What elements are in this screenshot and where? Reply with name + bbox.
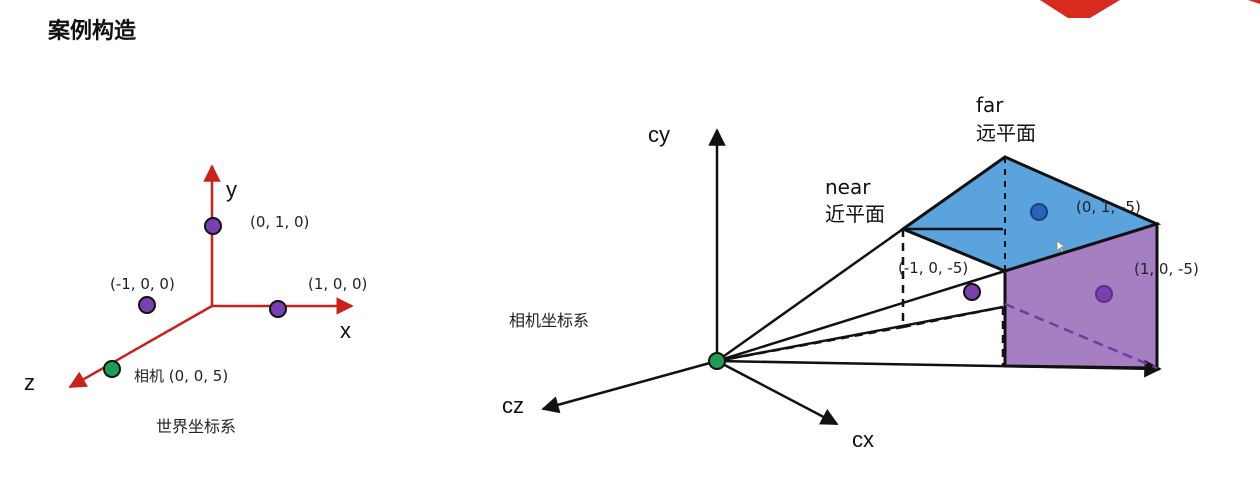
- world-z-label: z: [24, 370, 35, 395]
- world-point-neg-x-label: (-1, 0, 0): [110, 275, 175, 293]
- world-point-x: [269, 300, 287, 318]
- corner-decoration: [1040, 0, 1120, 18]
- camera-view-axis: [716, 359, 1162, 378]
- frustum-edge: [716, 227, 904, 363]
- corner-decoration-mark: [1248, 0, 1260, 4]
- world-camera-label: 相机 (0, 0, 5): [134, 367, 228, 385]
- far-label-zh: 远平面: [976, 121, 1036, 145]
- world-caption: 世界坐标系: [156, 417, 236, 436]
- far-point-top-label: (0, 1, -5): [1076, 198, 1141, 216]
- frustum-dashed-edge: [716, 325, 904, 363]
- far-point-top: [1030, 203, 1048, 221]
- far-point-left: [963, 283, 981, 301]
- camera-cx-axis: [716, 359, 839, 426]
- world-point-y: [204, 217, 222, 235]
- near-label-zh: 近平面: [825, 202, 885, 226]
- far-label-en: far: [976, 93, 1004, 117]
- near-label-en: near: [825, 175, 871, 199]
- camera-caption: 相机坐标系: [509, 311, 589, 330]
- page-title: 案例构造: [47, 18, 136, 44]
- far-point-right-label: (1, 0, -5): [1134, 260, 1199, 278]
- frustum-dashed-edge: [902, 305, 1004, 329]
- world-z-axis: [68, 304, 213, 389]
- camera-cz-axis: [541, 359, 718, 414]
- camera-cx-label: cx: [852, 427, 874, 452]
- world-x-label: x: [340, 318, 351, 343]
- mouse-cursor-icon: [1056, 240, 1067, 253]
- world-camera-point: [103, 360, 121, 378]
- world-point-x-label: (1, 0, 0): [308, 275, 367, 293]
- far-point-right: [1095, 285, 1113, 303]
- camera-cz-label: cz: [502, 393, 524, 418]
- camera-origin-point: [708, 352, 726, 370]
- far-point-left-label: (-1, 0, -5): [898, 259, 968, 277]
- world-point-y-label: (0, 1, 0): [250, 213, 309, 231]
- camera-coordinate-system: cy cz cx near 近平面 far 远平面 (0, 1, -5) (-1…: [502, 93, 1199, 452]
- world-y-label: y: [226, 177, 237, 202]
- frustum-dashed-edge: [1004, 302, 1158, 370]
- world-point-neg-x: [138, 296, 156, 314]
- world-coordinate-system: y x z (0, 1, 0) (-1, 0, 0) (1, 0, 0) 相机 …: [24, 164, 367, 436]
- frustum-edge: [716, 269, 1006, 363]
- camera-cy-label: cy: [648, 122, 670, 147]
